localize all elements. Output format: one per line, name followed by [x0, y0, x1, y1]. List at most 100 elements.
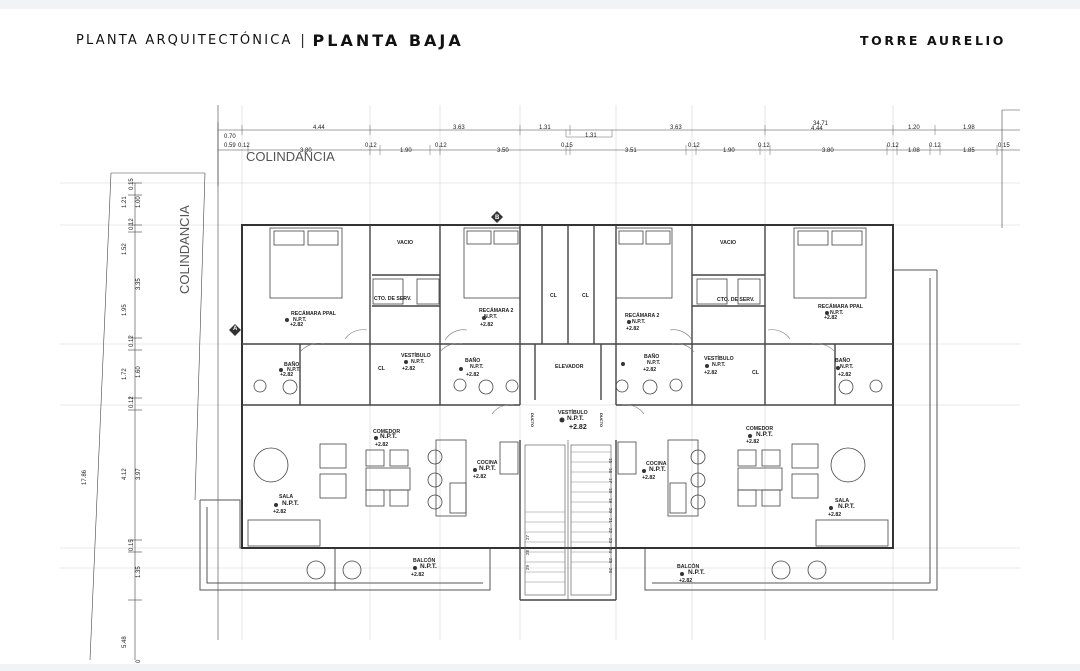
- label-vestibulo-1: VESTÍBULO: [401, 351, 431, 359]
- label-cl-2: CL: [582, 293, 590, 299]
- dim-r2-18: 0.15: [998, 143, 1010, 149]
- dim-left-o0: 1.21: [122, 196, 128, 208]
- svg-text:N.P.T.: N.P.T.: [830, 310, 844, 316]
- label-cto-serv-right: CTO. DE SERV.: [717, 297, 755, 303]
- label-cl-3: CL: [378, 366, 386, 372]
- svg-text:15: 15: [608, 458, 613, 464]
- dim-left-o6: 5.48: [122, 636, 128, 648]
- dim-left-8: 0.15: [129, 539, 135, 551]
- label-cl-4: CL: [752, 370, 760, 376]
- furniture: [247, 278, 889, 580]
- plan-sheet: [0, 9, 1080, 664]
- boundary-label-left: COLINDANCIA: [177, 205, 192, 294]
- svg-text:N.P.T.: N.P.T.: [470, 364, 484, 370]
- svg-text:+2.82: +2.82: [402, 366, 415, 372]
- label-vacio-right: VACIO: [720, 240, 736, 246]
- dim-left-o1: 3.35: [136, 278, 142, 290]
- label-vestibulo-main: VESTÍBULO: [558, 408, 588, 416]
- dim-left-3: 1.52: [122, 243, 128, 255]
- svg-text:+2.82: +2.82: [838, 372, 851, 378]
- svg-text:27: 27: [525, 534, 530, 540]
- dim-top-1: 4.44: [313, 125, 325, 131]
- svg-text:16: 16: [608, 468, 613, 474]
- label-cto-serv-left: CTO. DE SERV.: [374, 296, 412, 302]
- stair-treads: [525, 451, 611, 583]
- header-separator: |: [300, 31, 305, 49]
- section-marker-b-icon: [491, 211, 503, 223]
- dim-r2-11: 1.90: [723, 148, 735, 154]
- dim-top-2: 3.63: [453, 125, 465, 131]
- label-bano-3: BAÑO: [644, 353, 659, 360]
- svg-text:N.P.T.: N.P.T.: [838, 503, 855, 510]
- label-bano-2: BAÑO: [465, 357, 480, 364]
- label-cl-1: CL: [550, 293, 558, 299]
- label-vestibulo-2: VESTÍBULO: [704, 354, 734, 362]
- interior-walls: [242, 225, 893, 601]
- grid-lines: [60, 105, 1020, 640]
- dim-left-o4: 4.12: [122, 468, 128, 480]
- section-markers: A B: [229, 211, 503, 336]
- label-comedor-left: COMEDOR: [373, 429, 400, 435]
- svg-text:+2.82: +2.82: [824, 315, 837, 321]
- top-dimension-lines: [217, 105, 1020, 640]
- label-ducto-2: DUCTO: [599, 413, 604, 427]
- dim-top-8: 1.98: [963, 125, 975, 131]
- svg-text:+2.82: +2.82: [273, 509, 286, 515]
- label-recamara-ppal-right: RECÁMARA PPAL: [818, 303, 864, 310]
- room-labels: VACIO VACIO CTO. DE SERV. CTO. DE SERV. …: [273, 240, 864, 584]
- stair: [524, 440, 612, 600]
- dim-r2-16: 0.12: [929, 143, 941, 149]
- section-marker-a-icon: [229, 324, 241, 336]
- svg-text:+2.82: +2.82: [626, 326, 639, 332]
- dim-left-5: 1.60: [136, 366, 142, 378]
- dim-r2-12: 0.12: [758, 143, 770, 149]
- svg-text:24: 24: [608, 548, 613, 554]
- label-balcon-right: BALCÓN: [677, 562, 699, 570]
- svg-text:N.P.T.: N.P.T.: [380, 433, 397, 440]
- dim-top-5: 3.63: [670, 125, 682, 131]
- svg-text:22: 22: [608, 528, 613, 534]
- svg-text:N.P.T.: N.P.T.: [479, 465, 496, 472]
- dim-top-3: 1.31: [539, 125, 551, 131]
- dim-r2-1: 0.59: [224, 143, 236, 149]
- svg-text:29: 29: [525, 564, 530, 570]
- left-dimension-labels: 0.15 1.00 0.12 1.52 0.12 1.60 0.12 3.97 …: [82, 178, 142, 663]
- svg-text:25: 25: [608, 558, 613, 564]
- label-recamara-ppal-left: RECÁMARA PPAL: [291, 310, 337, 317]
- svg-text:+2.82: +2.82: [704, 370, 717, 376]
- doors: [299, 329, 836, 415]
- level-symbols: [274, 311, 840, 576]
- svg-text:N.P.T.: N.P.T.: [712, 362, 726, 368]
- svg-text:+2.82: +2.82: [290, 322, 303, 328]
- dim-r2-13: 3.80: [822, 148, 834, 154]
- svg-text:17: 17: [608, 478, 613, 484]
- svg-text:N.P.T.: N.P.T.: [420, 563, 437, 570]
- dim-r2-14: 0.12: [887, 143, 899, 149]
- svg-text:+2.82: +2.82: [280, 372, 293, 378]
- svg-text:+2.82: +2.82: [746, 439, 759, 445]
- dim-left-o2: 1.95: [122, 304, 128, 316]
- svg-text:+2.82: +2.82: [411, 572, 424, 578]
- svg-text:19: 19: [608, 498, 613, 504]
- dim-r2-9: 3.51: [625, 148, 637, 154]
- svg-text:+2.82: +2.82: [466, 372, 479, 378]
- svg-text:N.P.T.: N.P.T.: [756, 431, 773, 438]
- dim-left-2: 0.12: [129, 218, 135, 230]
- dim-r2-17: 1.85: [963, 148, 975, 154]
- dim-left-1: 1.00: [136, 196, 142, 208]
- svg-text:N.P.T.: N.P.T.: [567, 415, 584, 422]
- label-balcon-left: BALCÓN: [413, 556, 435, 564]
- plan-type-label: PLANTA ARQUITECTÓNICA: [76, 32, 293, 48]
- dim-top-4: 1.31: [585, 133, 597, 139]
- dim-left-7: 3.97: [136, 468, 142, 480]
- dim-left-9: 1.35: [136, 566, 142, 578]
- svg-text:26: 26: [608, 568, 613, 574]
- dim-r2-5: 1.90: [400, 148, 412, 154]
- dim-left-total: 17.86: [82, 469, 88, 485]
- dim-top-total: 34.71: [813, 121, 829, 127]
- svg-text:+2.82: +2.82: [642, 475, 655, 481]
- dim-r2-7: 3.50: [497, 148, 509, 154]
- label-cocina-left: COCINA: [477, 460, 498, 466]
- svg-text:N.P.T.: N.P.T.: [649, 466, 666, 473]
